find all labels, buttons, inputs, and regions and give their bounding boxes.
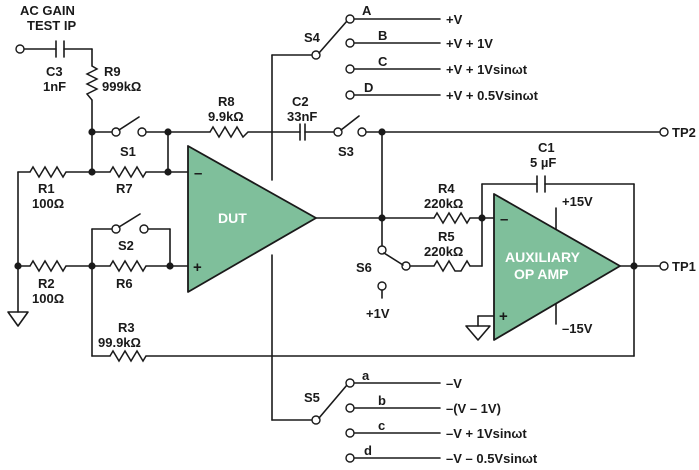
r9-value: 999kΩ	[102, 79, 141, 94]
s4-option-key: D	[364, 80, 373, 95]
capacitor-c2	[299, 123, 306, 141]
resistor-r5	[433, 259, 471, 273]
r6-name: R6	[116, 276, 133, 291]
switch-s5	[311, 378, 355, 463]
s4-option-voltage: +V + 0.5Vsinωt	[446, 88, 539, 103]
auxiliary-op-amp	[493, 193, 621, 341]
c3-name: C3	[46, 64, 63, 79]
aux-label-line1: AUXILIARY	[505, 249, 581, 265]
aux-noninverting-sign: +	[499, 308, 508, 325]
s3-label: S3	[338, 144, 354, 159]
resistor-r9	[85, 65, 99, 101]
c1-name: C1	[538, 140, 555, 155]
s4-option-key: B	[378, 28, 387, 43]
s5-option-voltage: –V	[446, 376, 462, 391]
ac-input-terminal	[15, 44, 25, 54]
resistor-r2	[29, 259, 67, 273]
switch-s6	[377, 245, 411, 299]
r1-name: R1	[38, 181, 55, 196]
r4-value: 220kΩ	[424, 196, 463, 211]
aux-neg-supply: –15V	[562, 321, 593, 336]
input-label-line1: AC GAIN	[20, 3, 75, 18]
junctions	[14, 128, 638, 270]
r4-name: R4	[438, 181, 455, 196]
resistor-r4	[433, 211, 471, 225]
aux-label-line2: OP AMP	[514, 266, 568, 282]
switch-s3	[333, 115, 367, 137]
resistor-r6	[109, 259, 147, 273]
switch-s2	[111, 213, 149, 234]
dut-label: DUT	[218, 210, 247, 226]
s5-option-voltage: –V – 0.5Vsinωt	[446, 451, 538, 466]
resistor-r3	[109, 349, 147, 363]
s5-option-key: b	[378, 393, 386, 408]
tp1-label: TP1	[672, 259, 696, 274]
s5-option-key: a	[362, 368, 370, 383]
dut-noninverting-sign: +	[193, 259, 202, 276]
tp2-label: TP2	[672, 125, 696, 140]
capacitor-c1	[536, 175, 546, 193]
s5-option-key: c	[378, 418, 385, 433]
s5-option-voltage: –V + 1Vsinωt	[446, 426, 527, 441]
switch-s4	[311, 14, 355, 100]
r3-name: R3	[118, 320, 135, 335]
ground-icon	[465, 325, 491, 341]
s5-option-voltage: –(V – 1V)	[446, 401, 501, 416]
r5-name: R5	[438, 229, 455, 244]
s5-label: S5	[304, 390, 320, 405]
r3-value: 99.9kΩ	[98, 335, 141, 350]
s6-ref-voltage: +1V	[366, 306, 390, 321]
s4-option-key: A	[362, 3, 372, 18]
s6-label: S6	[356, 260, 372, 275]
resistor-r1	[29, 165, 67, 179]
r7-name: R7	[116, 181, 133, 196]
c1-value: 5 µF	[530, 155, 556, 170]
c2-name: C2	[292, 94, 309, 109]
s4-label: S4	[304, 30, 321, 45]
tp2-terminal	[659, 127, 669, 137]
dut-inverting-sign: –	[194, 165, 202, 182]
resistor-r7	[109, 165, 147, 179]
c3-value: 1nF	[43, 79, 66, 94]
r1-value: 100Ω	[32, 196, 64, 211]
resistor-r8	[209, 125, 249, 139]
aux-inverting-sign: –	[500, 211, 508, 228]
s4-option-key: C	[378, 54, 388, 69]
capacitor-c3	[55, 40, 65, 58]
r8-value: 9.9kΩ	[208, 109, 244, 124]
ground-icon	[7, 311, 29, 327]
r5-value: 220kΩ	[424, 244, 463, 259]
dut-amplifier	[187, 145, 317, 293]
switch-s1	[111, 116, 147, 137]
c2-value: 33nF	[287, 109, 317, 124]
s4-option-voltage: +V + 1Vsinωt	[446, 62, 528, 77]
s5-option-key: d	[364, 443, 372, 458]
wires	[17, 18, 661, 459]
s2-label: S2	[118, 238, 134, 253]
r2-name: R2	[38, 276, 55, 291]
r8-name: R8	[218, 94, 235, 109]
r2-value: 100Ω	[32, 291, 64, 306]
tp1-terminal	[659, 261, 669, 271]
s1-label: S1	[120, 144, 136, 159]
r9-name: R9	[104, 64, 121, 79]
input-label-line2: TEST IP	[27, 18, 76, 33]
s4-option-voltage: +V	[446, 12, 463, 27]
aux-pos-supply: +15V	[562, 194, 593, 209]
s4-option-voltage: +V + 1V	[446, 36, 493, 51]
